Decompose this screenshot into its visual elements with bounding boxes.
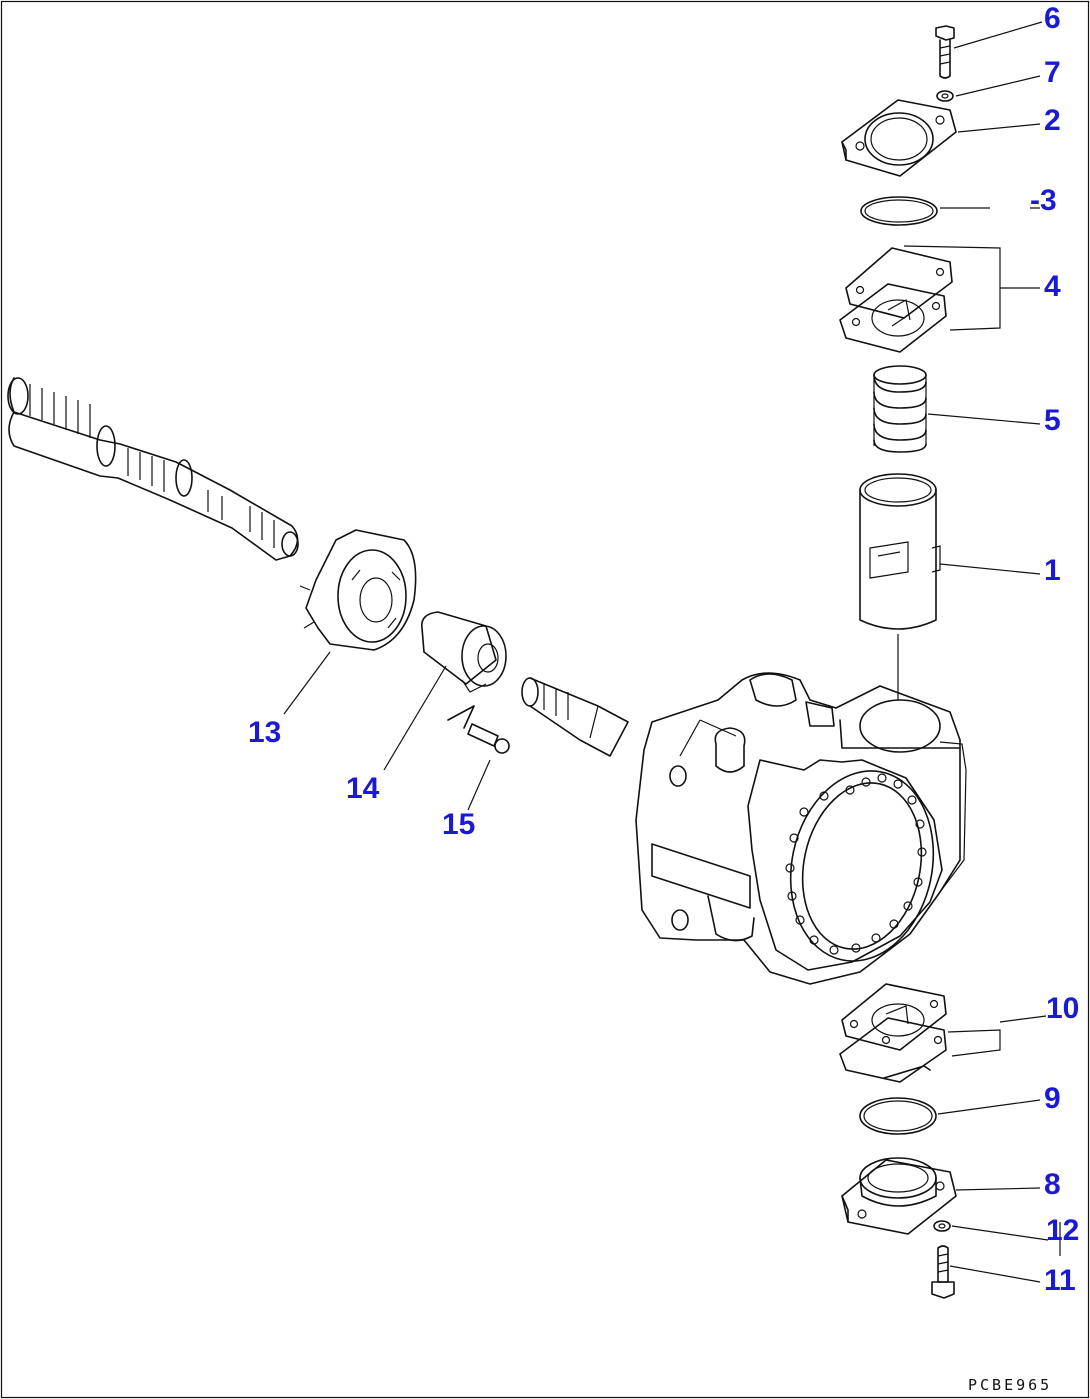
part-1-sleeve <box>859 473 941 700</box>
leader-lines <box>903 21 1061 1283</box>
part-12-washer <box>933 1220 951 1232</box>
callout-10: 10 <box>1046 992 1080 1025</box>
callout-9: 9 <box>1044 1082 1061 1115</box>
part-4-shims <box>839 247 953 353</box>
callout-6: 6 <box>1044 2 1061 35</box>
part-14-bushing <box>421 611 507 693</box>
callout-3: -3 <box>1030 184 1057 217</box>
part-13-gear-plate <box>299 529 417 651</box>
part-9-o-ring <box>859 1097 937 1135</box>
callout-5: 5 <box>1044 404 1061 437</box>
callout-15: 15 <box>442 808 476 841</box>
leader-14 <box>383 665 447 771</box>
callout-13: 13 <box>248 716 282 749</box>
main-housing <box>635 672 967 985</box>
callout-7: 7 <box>1044 56 1061 89</box>
part-2-flange <box>841 99 957 177</box>
drawing-code: PCBE965 <box>968 1376 1053 1394</box>
callout-1: 1 <box>1044 554 1061 587</box>
leader-15 <box>467 759 491 811</box>
part-6-bolt <box>935 25 955 79</box>
part-8-flange <box>841 1157 957 1235</box>
part-11-bolt <box>931 1245 955 1299</box>
callout-4: 4 <box>1044 270 1061 303</box>
part-10-shims <box>839 983 947 1083</box>
callout-2: 2 <box>1044 104 1061 137</box>
callout-11: 11 <box>1044 1264 1076 1297</box>
stub-shaft <box>521 677 629 757</box>
callout-14: 14 <box>346 772 380 805</box>
part-7-washer <box>936 90 954 102</box>
callout-12: 12 <box>1046 1214 1080 1247</box>
part-3-o-ring <box>860 196 938 226</box>
part-5-spring <box>873 365 927 453</box>
part-13-shaft <box>7 377 299 561</box>
leader-13 <box>283 651 331 715</box>
callout-8: 8 <box>1044 1168 1061 1201</box>
part-15-screw <box>447 705 510 754</box>
